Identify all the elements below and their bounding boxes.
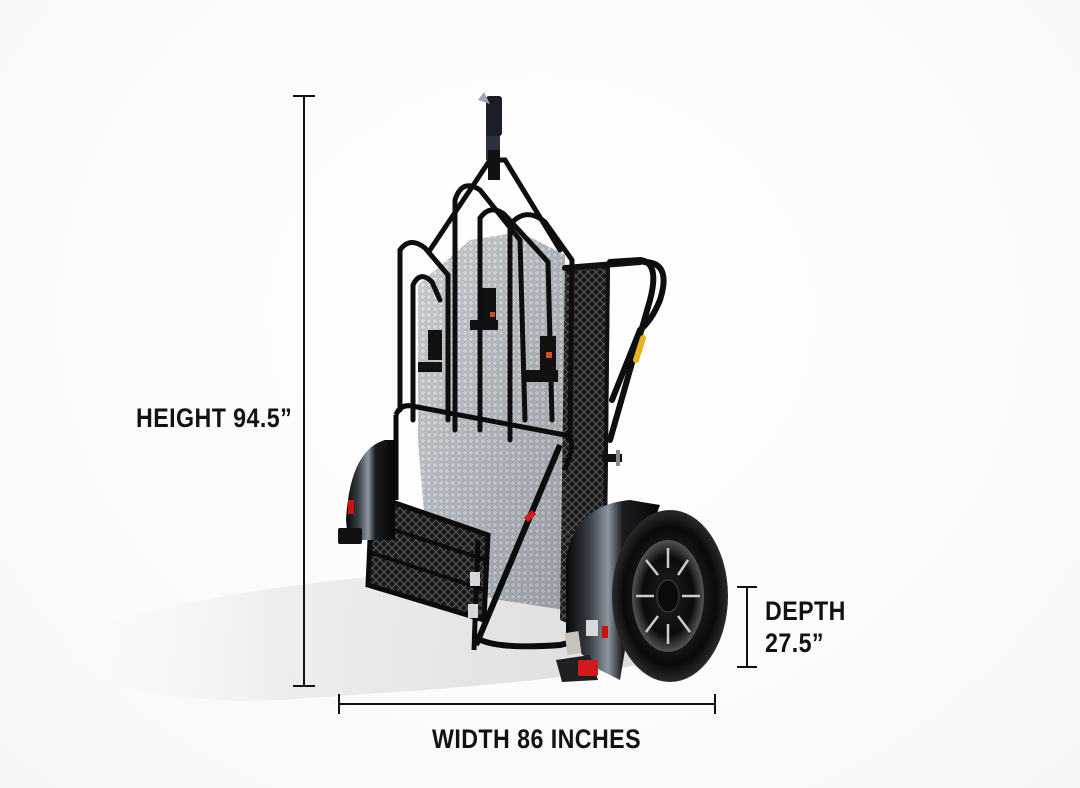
wheel-chock-hoops (397, 157, 575, 443)
depth-dimension-line (737, 586, 757, 668)
height-dimension-line (293, 95, 315, 687)
left-fender (338, 440, 395, 544)
width-label: WIDTH 86 INCHES (432, 724, 642, 754)
ramp-gate (365, 403, 581, 651)
side-handle (607, 256, 667, 443)
wheel-tire (612, 510, 728, 682)
tie-down-brackets (418, 288, 558, 382)
depth-label-title: DEPTH (765, 596, 846, 626)
width-dimension-line (338, 694, 716, 714)
height-label: HEIGHT 94.5” (136, 403, 293, 433)
tail-light (556, 631, 598, 682)
hitch-pin (602, 450, 622, 466)
depth-label-value: 27.5” (765, 628, 824, 658)
trailer-tongue-coupler (478, 92, 502, 180)
